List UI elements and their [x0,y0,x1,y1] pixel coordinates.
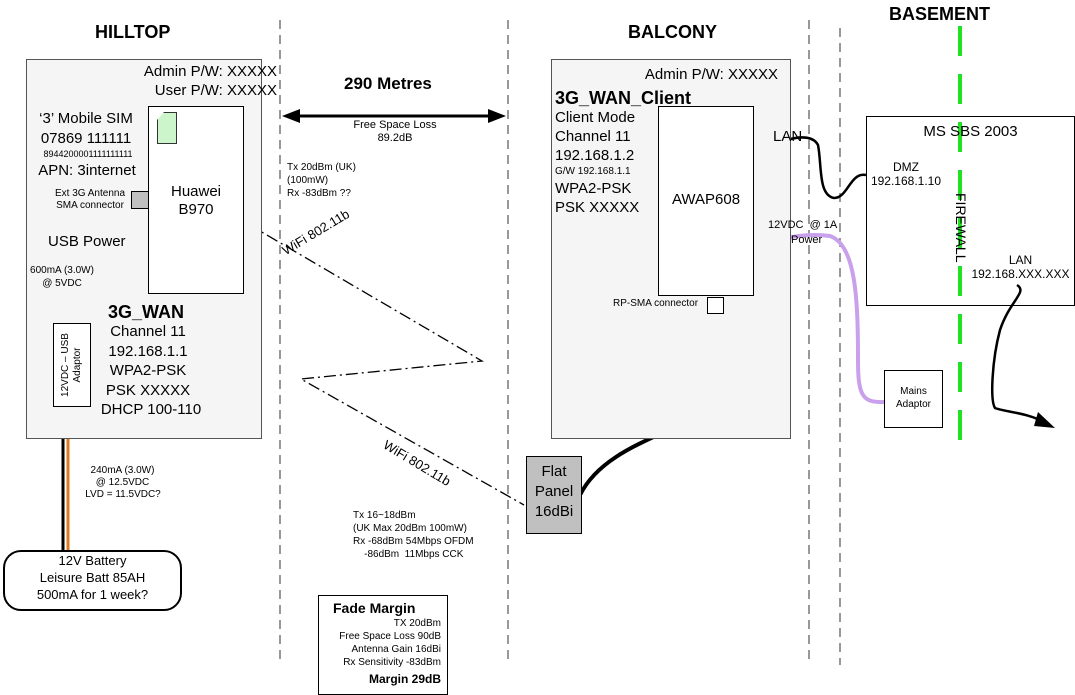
tx-uk-max: (UK Max 20dBm 100mW) [353,523,467,534]
awap608-access-point: AWAP608 [658,106,754,296]
battery-label: 12V Battery [58,553,127,568]
lan-outbound-arrowhead [1034,412,1055,428]
battery: 12V Battery Leisure Batt 85AH 500mA for … [3,550,182,611]
rp-sma-connector-icon [707,297,724,314]
firewall-label: FIREWALL [953,193,969,263]
tx-power-bottom: Tx 16~18dBm [353,510,416,521]
power-spec-label: 12VDC @ 1A [768,219,838,231]
rx-ofdm: Rx -68dBm 54Mbps OFDM [353,536,474,547]
usb-voltage-label: @ 5VDC [42,278,82,289]
tx-power-mw-top: (100mW) [287,175,329,186]
server-lan-ip: 192.168.XXX.XXX [971,267,1070,281]
usb-adaptor-line2: Adaptor [72,347,83,383]
free-space-loss-label: Free Space Loss [353,119,437,131]
usb-power-label: USB Power [48,233,126,250]
awap608-name: AWAP608 [671,191,741,208]
balcony-ssid: 3G_WAN_Client [555,88,692,108]
dmz-label: DMZ [893,160,919,174]
zone-title-hilltop: HILLTOP [95,22,171,42]
huawei-name: Huawei [170,183,222,200]
dmz-ip: 192.168.1.10 [870,174,942,188]
sim-card-icon [157,112,177,144]
battery-draw-current: 240mA (3.0W) [90,465,155,476]
antenna-gain: 16dBi [534,503,574,520]
mains-adaptor: Mains Adaptor [884,370,943,428]
battery-type: Leisure Batt 85AH [39,570,146,585]
mains-adaptor-line1: Mains [900,386,927,397]
usb-adaptor: 12VDC – USB Adaptor [53,323,91,407]
distance-arrow [282,109,506,123]
fade-margin-result: Margin 29dB [368,672,441,686]
ext-antenna-connector: SMA connector [56,200,124,211]
rp-sma-label: RP-SMA connector [613,298,699,309]
sma-connector-icon [131,191,149,209]
ext-antenna-label: Ext 3G Antenna [54,188,126,199]
lan-outbound-cable [991,283,1046,425]
zone-title-balcony: BALCONY [628,22,717,42]
fade-margin-box: Fade Margin TX 20dBm Free Space Loss 90d… [318,595,448,695]
server-name: MS SBS 2003 [923,123,1018,140]
battery-runtime: 500mA for 1 week? [36,587,149,602]
mains-adaptor-line2: Adaptor [895,399,932,410]
hilltop-user-password: User P/W: XXXXX [154,82,277,99]
hilltop-admin-password: Admin P/W: XXXXX [143,63,277,80]
apn-label: APN: 3internet [38,162,136,179]
fade-margin-title: Fade Margin [333,600,416,616]
lan-cable [752,136,867,200]
fade-margin-tx: TX 20dBm [393,618,441,629]
server-lan-label: LAN [1008,253,1033,267]
hilltop-channel: Channel 11 [110,323,186,340]
hilltop-security: WPA2-PSK [109,362,187,379]
tx-power-top: Tx 20dBm (UK) [287,162,356,173]
antenna-line2: Panel [534,483,574,500]
battery-draw-voltage: @ 12.5VDC [95,477,150,488]
huawei-model: B970 [178,201,214,218]
battery-lvd: LVD = 11.5VDC? [85,489,161,500]
usb-adaptor-line1: 12VDC – USB [60,333,71,397]
usb-current-label: 600mA (3.0W) [30,265,94,276]
antenna-line1: Flat [541,463,567,480]
sim-iccid: 8944200001111111111 [43,149,133,159]
fade-margin-antenna: Antenna Gain 16dBi [351,644,441,655]
balcony-channel: Channel 11 [555,128,631,145]
hilltop-dhcp: DHCP 100-110 [100,401,202,418]
hilltop-ssid: 3G_WAN [108,302,185,322]
free-space-loss-value: 89.2dB [377,132,413,144]
balcony-mode: Client Mode [555,109,636,126]
balcony-admin-password: Admin P/W: XXXXX [644,66,778,83]
hilltop-psk: PSK XXXXX [105,382,191,399]
fade-margin-rx: Rx Sensitivity -83dBm [343,657,441,668]
rx-cck: -86dBm 11Mbps CCK [353,549,464,560]
sim-label: ‘3’ Mobile SIM [39,110,133,127]
fade-margin-fsl: Free Space Loss 90dB [339,631,441,642]
balcony-ip: 192.168.1.2 [555,147,635,164]
ms-sbs-server: MS SBS 2003 DMZ 192.168.1.10 LAN 192.168… [866,116,1075,306]
hilltop-ip: 192.168.1.1 [108,343,188,360]
sim-number: 07869 111111 [40,130,132,147]
flat-panel-antenna: Flat Panel 16dBi [526,456,582,534]
huawei-router: Huawei B970 [148,106,244,294]
rx-sensitivity-top: Rx -83dBm ?? [287,188,351,199]
wifi-link-path [247,223,525,506]
zone-title-basement: BASEMENT [889,4,991,24]
balcony-security: WPA2-PSK [555,180,632,197]
balcony-gateway: G/W 192.168.1.1 [555,166,631,177]
power-label: Power [791,234,823,246]
lan-cable-label: LAN [773,128,803,145]
balcony-psk: PSK XXXXX [555,199,640,216]
link-distance: 290 Metres [344,74,432,93]
